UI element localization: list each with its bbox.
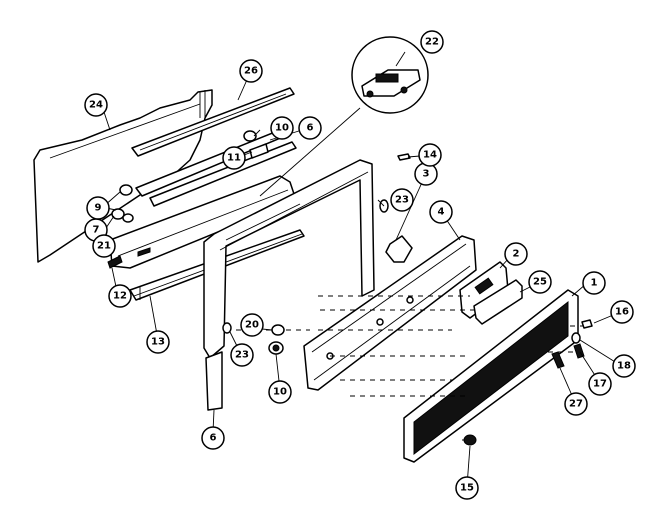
- callout-label: 18: [617, 361, 631, 372]
- callout-label: 10: [275, 123, 289, 134]
- callout-4: 4: [429, 200, 453, 224]
- part-1-front-panel: [403, 289, 579, 463]
- callout-label: 11: [227, 153, 241, 164]
- part-26-trim-strip: [131, 87, 295, 157]
- callout-label: 22: [425, 37, 439, 48]
- callout-label: 6: [210, 433, 217, 444]
- callout-label: 17: [593, 379, 607, 390]
- small-hardware: [111, 130, 593, 446]
- callout-label: 3: [423, 169, 430, 180]
- callout-label: 14: [423, 150, 437, 161]
- callout-label: 23: [235, 350, 249, 361]
- callout-16: 16: [610, 300, 634, 324]
- callout-23-lower: 23: [230, 343, 254, 367]
- callout-2: 2: [504, 242, 528, 266]
- callout-label: 20: [245, 320, 259, 331]
- callout-label: 16: [615, 307, 629, 318]
- callout-label: 6: [307, 123, 314, 134]
- callout-label: 13: [151, 337, 165, 348]
- callout-label: 2: [513, 249, 520, 260]
- callout-20: 20: [240, 313, 264, 337]
- part-25-switch-cover: [473, 279, 523, 325]
- callout-label: 12: [113, 291, 127, 302]
- callout-12: 12: [108, 284, 132, 308]
- callout-label: 15: [460, 483, 474, 494]
- callout-label: 21: [97, 241, 111, 252]
- callout-10-upper: 10: [270, 116, 294, 140]
- callout-6-upper: 6: [298, 116, 322, 140]
- callout-25: 25: [528, 270, 552, 294]
- callout-label: 7: [93, 225, 100, 236]
- callout-label: 9: [95, 203, 102, 214]
- callout-label: 24: [89, 100, 103, 111]
- callout-13: 13: [146, 330, 170, 354]
- callout-label: 25: [533, 277, 547, 288]
- callout-label: 4: [438, 207, 445, 218]
- inset-detail-22: [259, 36, 429, 197]
- callout-label: 26: [244, 66, 258, 77]
- callout-22: 22: [420, 30, 444, 54]
- callout-1: 1: [582, 271, 606, 295]
- callout-11: 11: [222, 146, 246, 170]
- callout-3: 3: [414, 162, 438, 186]
- callout-9: 9: [86, 196, 110, 220]
- main-side-frame: [203, 159, 375, 411]
- callout-18: 18: [612, 354, 636, 378]
- part-4-control-panel: [303, 235, 477, 391]
- callout-24: 24: [84, 93, 108, 117]
- callout-26: 26: [239, 59, 263, 83]
- callout-label: 23: [395, 195, 409, 206]
- callout-23-upper: 23: [390, 188, 414, 212]
- callout-label: 1: [591, 278, 598, 289]
- callout-label: 27: [569, 399, 583, 410]
- callout-6-lower: 6: [201, 426, 225, 450]
- callout-15: 15: [455, 476, 479, 500]
- callout-27: 27: [564, 392, 588, 416]
- callout-10-lower: 10: [268, 380, 292, 404]
- callout-17: 17: [588, 372, 612, 396]
- callout-21: 21: [92, 234, 116, 258]
- callout-label: 10: [273, 387, 287, 398]
- callout-14: 14: [418, 143, 442, 167]
